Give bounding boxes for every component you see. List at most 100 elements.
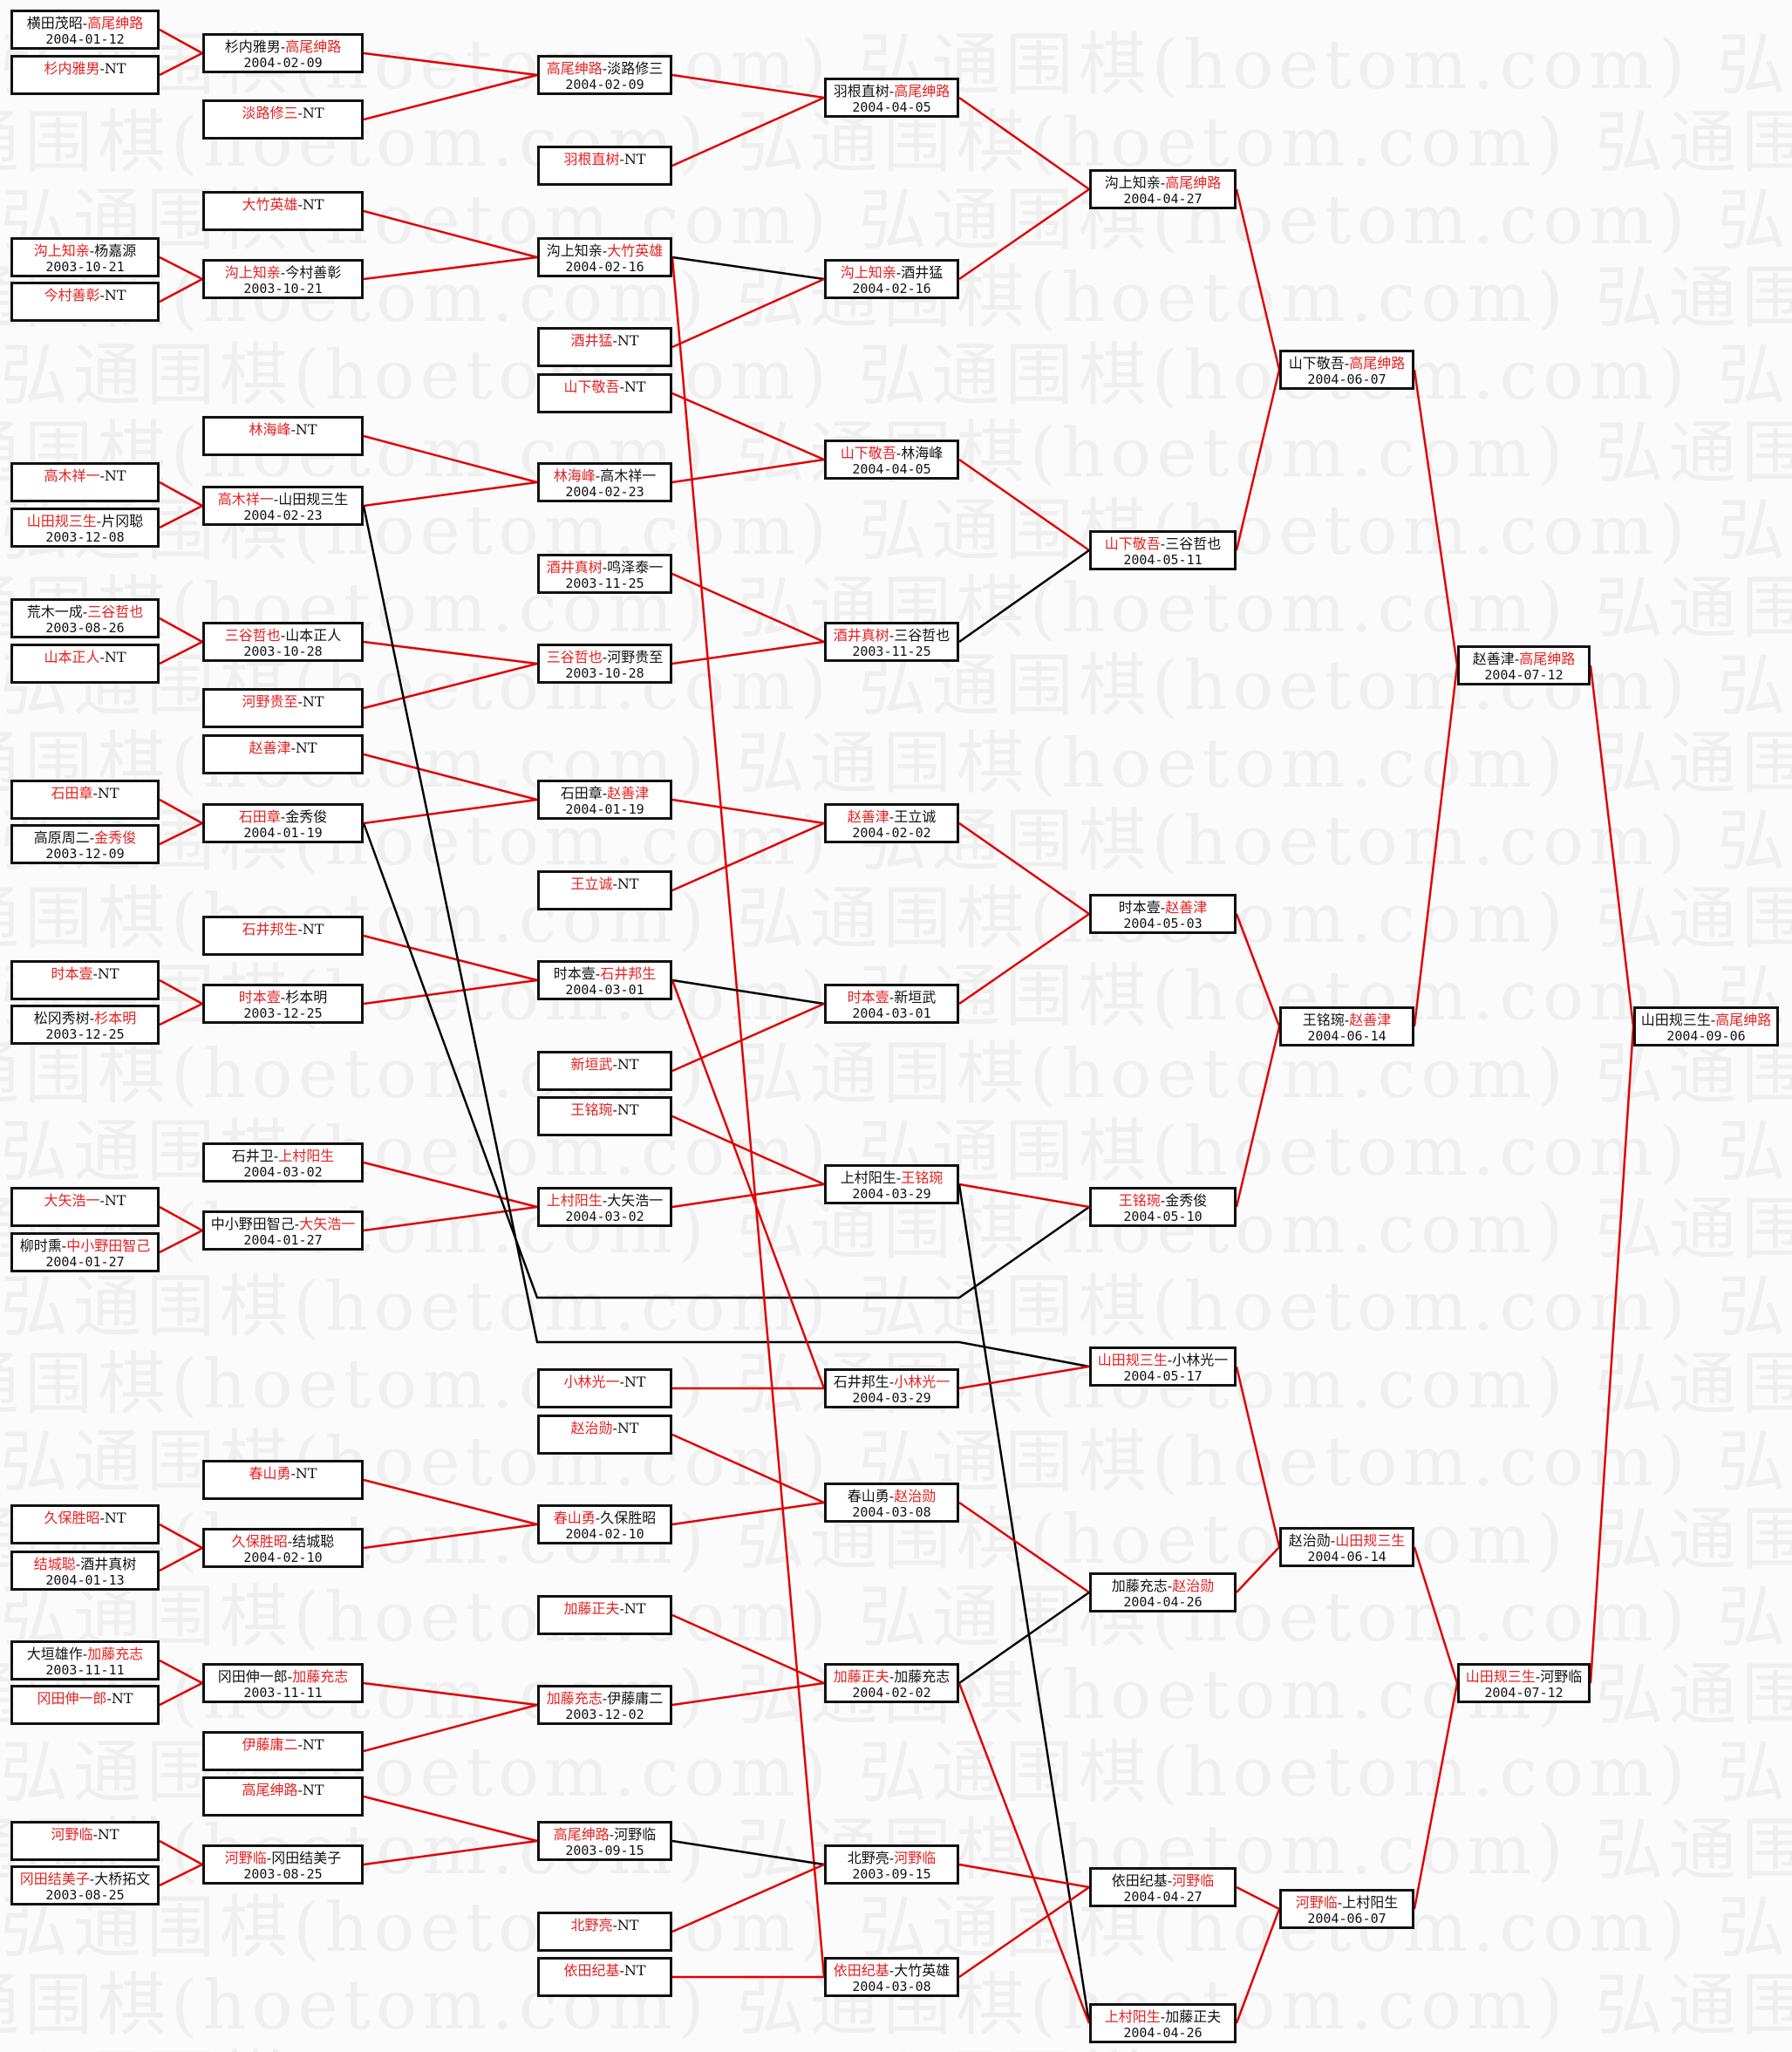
match-box[interactable]: 杉内雅男-NT — [10, 55, 160, 95]
match-box[interactable]: 冈田伸一郎-NT — [10, 1685, 160, 1725]
player-b: 结城聪 — [292, 1533, 335, 1550]
match-box[interactable]: 石井邦生-NT — [202, 916, 364, 956]
player-a: 大竹英雄 — [242, 196, 298, 213]
separator: - — [99, 287, 105, 303]
winner-connector — [1413, 665, 1459, 1027]
match-box[interactable]: 伊藤庸二-NT — [202, 1731, 364, 1771]
match-box[interactable]: 依田纪基-NT — [537, 1957, 672, 1997]
match-box[interactable]: 王立诚-NT — [537, 870, 672, 910]
match-box[interactable]: 山下敬吾-NT — [537, 373, 672, 413]
match-box[interactable]: 高尾绅路-NT — [202, 1776, 364, 1817]
match-box[interactable]: 今村善彰-NT — [10, 282, 160, 322]
match-box[interactable]: 赵治勋-NT — [537, 1415, 672, 1455]
match-box[interactable]: 大竹英雄-NT — [202, 191, 364, 231]
match-box[interactable]: 河野贵至-NT — [202, 688, 364, 728]
match-box[interactable]: 高木祥一-NT — [10, 462, 160, 502]
player-b: 上村阳生 — [278, 1148, 335, 1164]
match-players: 淡路修三-NT — [205, 105, 361, 121]
match-box[interactable]: 久保胜昭-NT — [10, 1504, 160, 1544]
match-box[interactable]: 羽根直树-NT — [537, 146, 672, 186]
match-box[interactable]: 河野临-NT — [10, 1821, 160, 1861]
match-box[interactable]: 北野亮-NT — [537, 1912, 672, 1952]
match-box[interactable]: 春山勇-NT — [202, 1460, 364, 1500]
match-box[interactable]: 王铭琬-NT — [537, 1096, 672, 1136]
match-players: 沟上知亲-今村善彰 — [205, 264, 361, 281]
separator: - — [92, 965, 98, 982]
match-box[interactable]: 时本壹-NT — [10, 960, 160, 1000]
match-box[interactable]: 酒井猛-NT — [537, 327, 672, 367]
match-box[interactable]: 新垣武-NT — [537, 1051, 672, 1091]
match-box[interactable]: 赵善津-NT — [202, 734, 364, 774]
separator: - — [602, 559, 608, 576]
match-box[interactable]: 小林光一-NT — [537, 1368, 672, 1408]
winner-connector — [159, 1002, 203, 1026]
match-box[interactable]: 石田章-NT — [10, 780, 160, 820]
match-box[interactable]: 淡路修三-NT — [202, 99, 364, 140]
match-box[interactable]: 加藤正夫-NT — [537, 1595, 672, 1635]
match-box[interactable]: 山本正人-NT — [10, 644, 160, 684]
separator: - — [75, 1556, 81, 1572]
match-box[interactable]: 林海峰-NT — [202, 416, 364, 456]
match-box[interactable]: 大矢浩一-NT — [10, 1187, 160, 1227]
